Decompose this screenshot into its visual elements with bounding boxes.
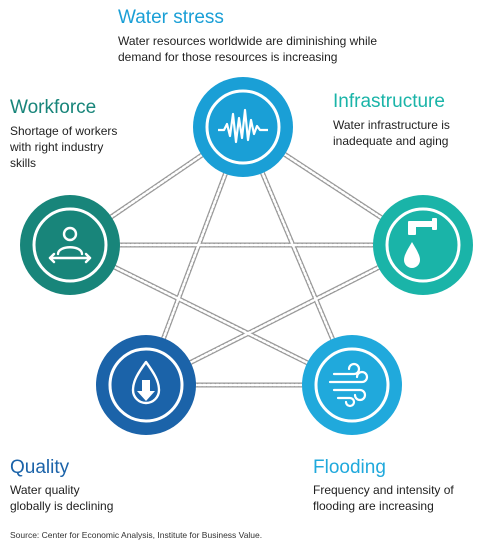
- infrastructure-desc-line-2: inadequate and aging: [333, 134, 449, 148]
- infrastructure-title: Infrastructure: [333, 91, 445, 112]
- person-arrows-icon: [48, 226, 92, 264]
- quality-desc-line-2: globally is declining: [10, 499, 114, 513]
- infrastructure-desc-line-1: Water infrastructure is: [333, 118, 450, 132]
- drop-arrow-icon: [131, 360, 161, 405]
- quality-node: [96, 335, 196, 435]
- quality-title: Quality: [10, 457, 70, 478]
- water-stress-desc-line-1: Water resources worldwide are diminishin…: [118, 34, 377, 48]
- water-stress-desc-line-2: demand for those resources is increasing: [118, 50, 338, 64]
- workforce-desc-line-2: with right industry: [10, 140, 104, 154]
- infrastructure-node: [373, 195, 473, 295]
- workforce-desc-line-1: Shortage of workers: [10, 124, 118, 138]
- wave-swirl-icon: [328, 362, 369, 408]
- waveform-icon: [218, 108, 268, 144]
- flooding-node: [302, 335, 402, 435]
- water-stress-node: [193, 77, 293, 177]
- quality-desc-line-1: Water quality: [10, 483, 80, 497]
- source-note: Source: Center for Economic Analysis, In…: [10, 530, 263, 540]
- workforce-title: Workforce: [10, 97, 97, 118]
- workforce-desc-line-3: skills: [10, 156, 36, 170]
- faucet-drop-icon: [404, 218, 437, 268]
- flooding-desc-line-1: Frequency and intensity of: [313, 483, 454, 497]
- water-stress-title: Water stress: [118, 7, 224, 28]
- flooding-desc-line-2: flooding are increasing: [313, 499, 434, 513]
- workforce-node: [20, 195, 120, 295]
- flooding-title: Flooding: [313, 457, 386, 478]
